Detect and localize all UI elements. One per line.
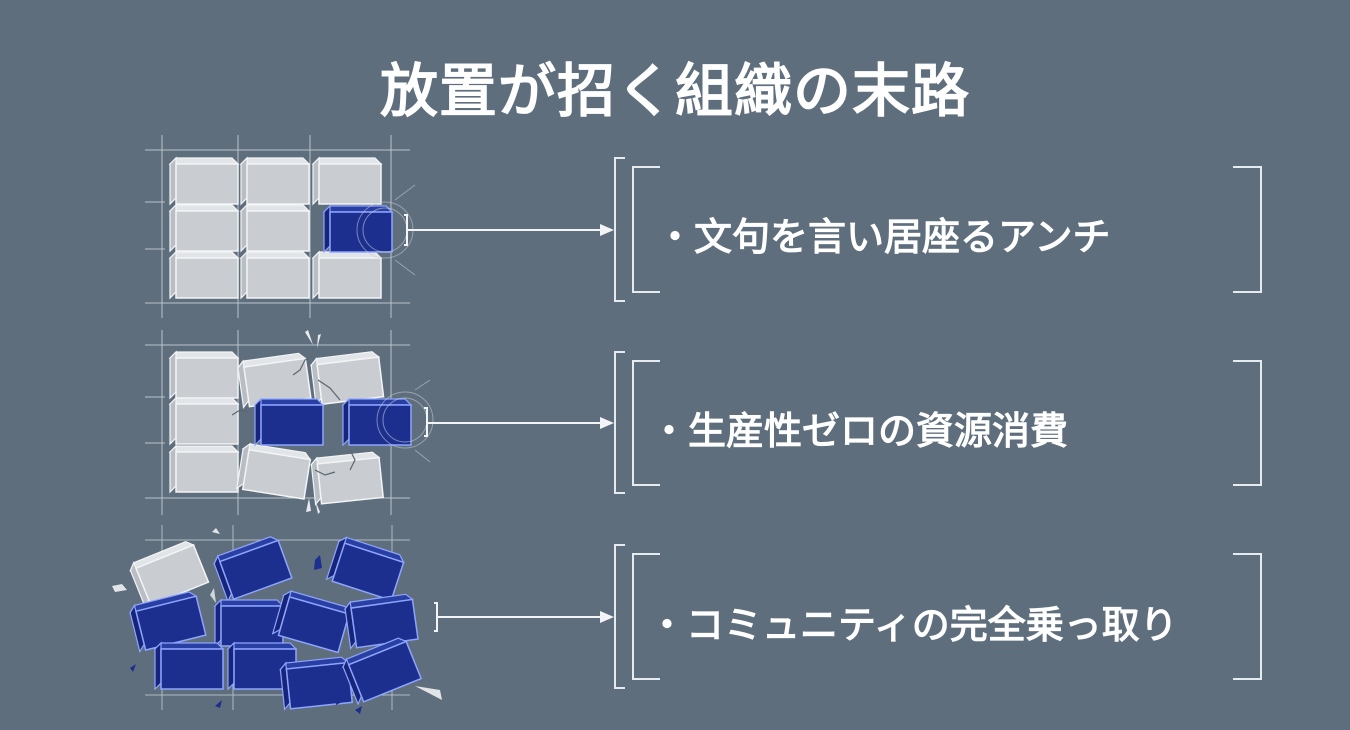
arrowhead-1 [600, 224, 614, 236]
connector-arrow-3 [434, 602, 600, 632]
connector-arrow-2 [424, 407, 600, 437]
arrowhead-3 [600, 611, 614, 623]
panel-2-shards [305, 330, 321, 514]
text-brackets [614, 157, 1262, 689]
connector-arrow-1 [404, 214, 600, 246]
stage-2-label: ・生産性ゼロの資源消費 [650, 409, 1069, 453]
stage-3-label: ・コミュニティの完全乗っ取り [648, 603, 1178, 647]
panel-2-bricks [169, 350, 412, 506]
stage-1-label: ・文句を言い居座るアンチ [656, 215, 1111, 259]
panel-2-cracks [231, 355, 356, 476]
panel-3-bricks [127, 534, 422, 711]
arrowhead-2 [600, 417, 614, 429]
panel-3-debris [112, 528, 442, 714]
panel-1-bricks [169, 157, 393, 299]
page-title: 放置が招く組織の末路 [379, 57, 970, 125]
